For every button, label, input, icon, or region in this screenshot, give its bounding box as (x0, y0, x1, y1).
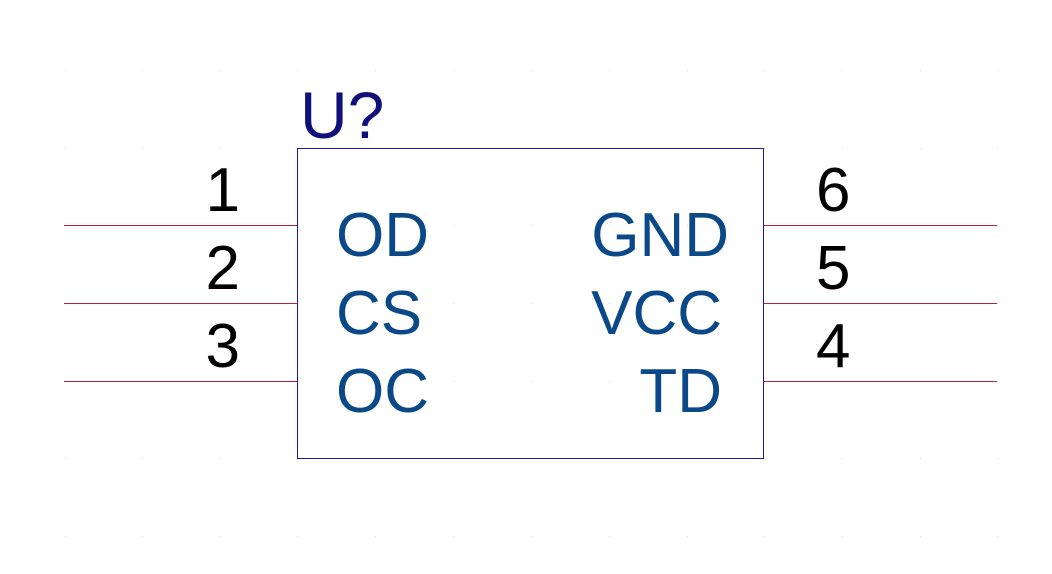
pin-right-4[interactable]: 4 TD (639, 312, 997, 426)
grid-dot (453, 381, 454, 382)
grid-dot (65, 458, 66, 459)
grid-dot (920, 458, 921, 459)
grid-dot (609, 381, 610, 382)
grid-dot (997, 303, 998, 304)
grid-dot (609, 70, 610, 71)
grid-dot (687, 381, 688, 382)
grid-dot (609, 303, 610, 304)
pin-left-3-name: OC (336, 357, 429, 426)
grid-dot (764, 70, 765, 71)
pin-left-1-name: OD (336, 201, 429, 270)
grid-dot (842, 458, 843, 459)
grid-dot (687, 70, 688, 71)
pin-left-2[interactable]: 2 CS (64, 234, 422, 348)
pin-left-3-number: 3 (206, 312, 240, 381)
grid-dot (220, 148, 221, 149)
grid-dot (531, 303, 532, 304)
grid-dot (375, 225, 376, 226)
grid-dot (531, 70, 532, 71)
grid-dot (142, 536, 143, 537)
grid-dot (997, 70, 998, 71)
grid-dot (531, 381, 532, 382)
grid-dot (842, 70, 843, 71)
pin-right-5[interactable]: 5 VCC (591, 234, 997, 348)
grid-dot (687, 536, 688, 537)
grid-dot (687, 225, 688, 226)
grid-dot (142, 148, 143, 149)
grid-dot (531, 536, 532, 537)
pin-left-3[interactable]: 3 OC (64, 312, 429, 426)
grid-dot (764, 458, 765, 459)
grid-dot (453, 303, 454, 304)
grid-dot (531, 225, 532, 226)
pin-left-2-number: 2 (206, 234, 240, 303)
grid-dot (920, 148, 921, 149)
grid-dot (375, 303, 376, 304)
grid-dot (297, 70, 298, 71)
pin-right-6[interactable]: 6 GND (591, 156, 997, 270)
pin-right-4-number: 4 (816, 312, 850, 381)
grid-dot (65, 148, 66, 149)
grid-dot (220, 458, 221, 459)
pin-right-4-name: TD (639, 357, 722, 426)
grid-dot (220, 70, 221, 71)
grid-dot (453, 70, 454, 71)
grid-dot (764, 536, 765, 537)
grid-dot (65, 70, 66, 71)
grid-dot (920, 70, 921, 71)
grid-dot (609, 225, 610, 226)
pin-right-6-number: 6 (816, 156, 850, 225)
grid-dot (375, 70, 376, 71)
pin-right-5-name: VCC (591, 279, 722, 348)
grid-dot (997, 148, 998, 149)
grid-dot (453, 225, 454, 226)
grid-dot (375, 536, 376, 537)
pin-right-5-number: 5 (816, 234, 850, 303)
grid-dot (65, 536, 66, 537)
pin-left-1-number: 1 (206, 156, 240, 225)
grid-dot (764, 148, 765, 149)
grid-dot (687, 303, 688, 304)
grid-dot (609, 536, 610, 537)
pin-left-1[interactable]: 1 OD (64, 156, 429, 270)
grid-dot (997, 381, 998, 382)
grid-dot (997, 225, 998, 226)
grid-dot (920, 536, 921, 537)
grid-dot (997, 458, 998, 459)
grid-dot (453, 536, 454, 537)
grid-dot (842, 536, 843, 537)
component-body[interactable] (297, 148, 764, 459)
grid-dot (842, 148, 843, 149)
reference-designator[interactable]: U? (300, 78, 384, 152)
grid-dot (142, 70, 143, 71)
grid-dot (375, 381, 376, 382)
pin-left-2-name: CS (336, 279, 422, 348)
grid-dot (297, 536, 298, 537)
grid-dot (220, 536, 221, 537)
grid-dot (997, 536, 998, 537)
pin-right-6-name: GND (591, 201, 729, 270)
grid-dot (142, 458, 143, 459)
